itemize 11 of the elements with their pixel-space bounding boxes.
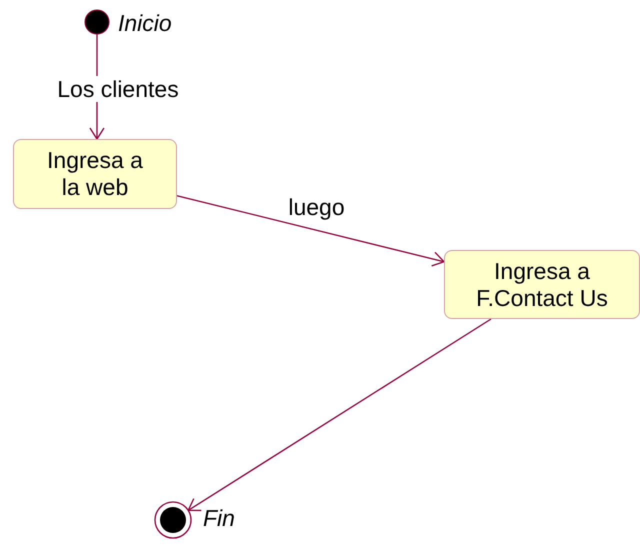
state-label: Fin (203, 505, 235, 532)
transition-arrow (188, 318, 492, 512)
state-name: Ingresa a la web (46, 147, 144, 201)
transition-arrow (176, 195, 445, 267)
edge-label: Los clientes (56, 76, 180, 102)
state-name: Ingresa a F.Contact Us (475, 258, 609, 312)
state-box (13, 139, 177, 209)
final-state-icon (153, 500, 193, 540)
state-box (444, 250, 640, 319)
initial-state-icon (83, 8, 111, 36)
state-label: Inicio (118, 10, 172, 37)
